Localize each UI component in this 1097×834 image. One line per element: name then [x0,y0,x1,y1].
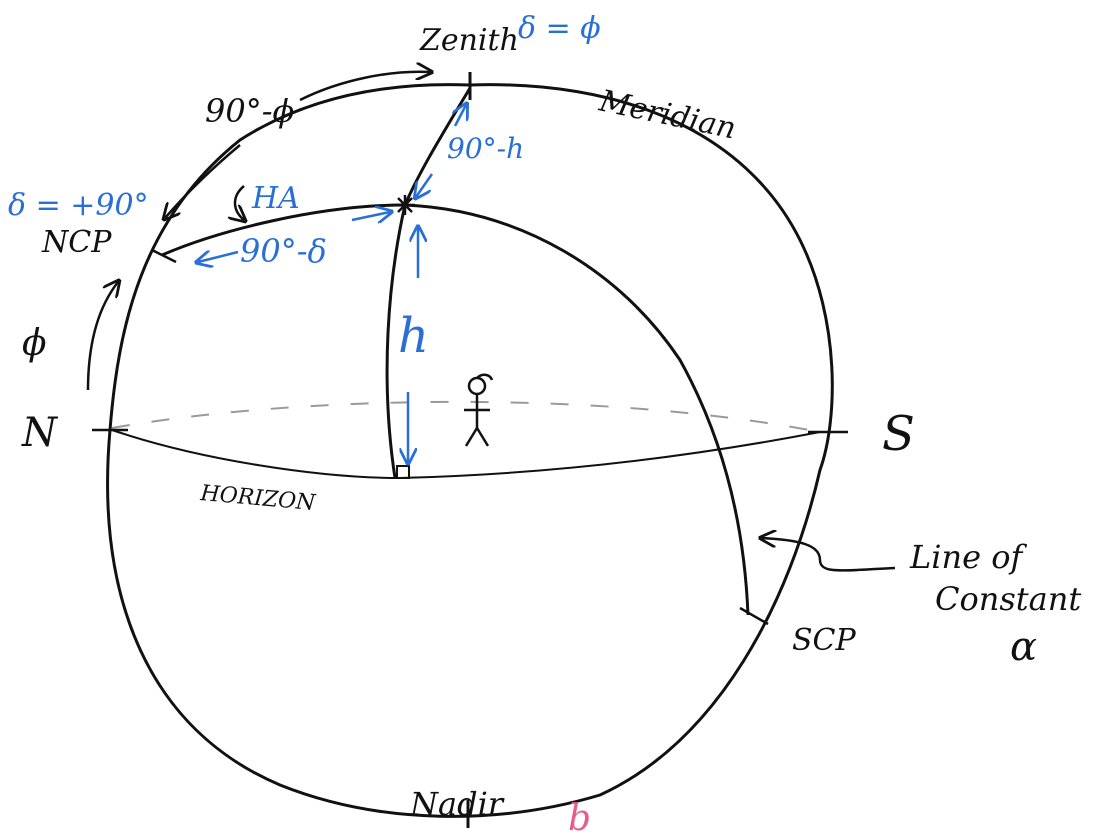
constant-ra-label-line-1: Line of [909,538,1027,576]
hour-circle-ncp-to-star [161,203,406,257]
horizon-near-side [111,429,821,480]
ncp-label: NCP [41,225,112,260]
constant-alpha-pointer [762,538,896,572]
constant-ra-symbol: α [1010,624,1037,670]
south-label: S [882,406,915,462]
observer-figure [464,373,494,447]
colatitude-arrow-upper [299,72,430,102]
scp-tick [739,606,769,626]
hour-angle-label: HA [251,181,300,216]
line-of-constant-alpha [404,203,750,616]
north-label: N [21,410,59,456]
zenith-label: Zenith [419,23,519,58]
codeclination-arrows [198,212,390,262]
zenith-distance-label: 90°-h [447,132,524,165]
meridian-label: Meridian [595,83,739,146]
vertical-circle-lower [385,204,407,479]
constant-ra-label-line-2: Constant [935,580,1081,618]
colatitude-arrow-lower [165,144,241,218]
latitude-label: ϕ [22,323,47,364]
altitude-arrows [408,228,418,462]
celestial-sphere-outline [106,83,834,818]
right-angle-marker [396,465,410,479]
zenith-declination-label: δ = ϕ [518,11,601,46]
nadir-label: Nadir [409,785,505,823]
panel-letter: b [568,798,591,834]
scp-label: SCP [792,623,857,658]
codeclination-label: 90°-δ [240,232,327,270]
hour-angle-arrow [235,185,244,220]
colatitude-label: 90°-ϕ [205,92,295,130]
horizon-label: HORIZON [198,481,317,516]
ncp-declination-label: δ = +90° [8,188,149,223]
latitude-arrow [86,282,118,391]
horizon-far-side [111,400,821,433]
zenith-distance-arrows [416,105,466,197]
altitude-label: h [398,308,429,364]
star-marker [395,195,415,215]
ncp-tick [151,248,177,264]
